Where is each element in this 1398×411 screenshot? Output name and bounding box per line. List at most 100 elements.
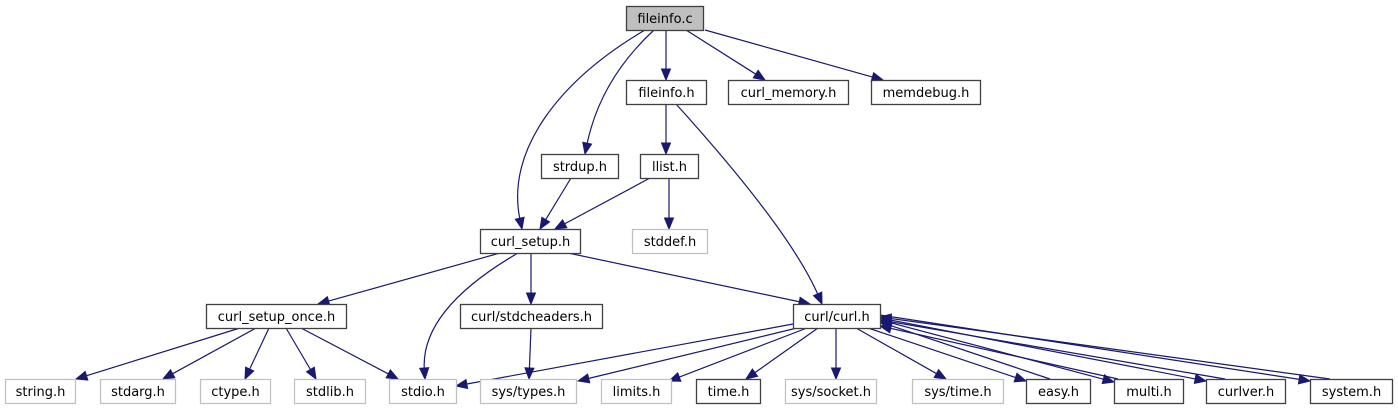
node-curl-curl-h[interactable]: curl/curl.h	[792, 303, 882, 330]
edge-curl-curl-h-to-limits-h	[667, 327, 808, 382]
edge-curl-setup-h-to-curl-stdcheaders-h-arrowhead	[525, 292, 537, 306]
node-stdlib-h-label: stdlib.h	[306, 385, 354, 400]
edges-layer	[74, 29, 1331, 390]
node-curl-setup-once-h[interactable]: curl_setup_once.h	[205, 303, 348, 330]
edge-curl-setup-h-to-curl-curl-h	[567, 252, 812, 307]
edge-curl-curl-h-to-stdio-h-line	[464, 323, 794, 385]
node-easy-h-label: easy.h	[1038, 385, 1079, 400]
node-curl-stdcheaders-h-box	[459, 303, 604, 330]
edge-curl-curl-h-to-easy-h-line	[867, 327, 1018, 379]
node-time-h-label: time.h	[708, 385, 750, 400]
node-fileinfo-h[interactable]: fileinfo.h	[625, 79, 708, 106]
node-curl-curl-h-label: curl/curl.h	[804, 310, 869, 325]
edge-curl-curl-h-to-sys-time-h-line	[855, 327, 939, 376]
node-multi-h-label: multi.h	[1126, 385, 1172, 400]
node-time-h[interactable]: time.h	[695, 378, 762, 405]
edge-curl-setup-h-to-curl-setup-once-h-line	[326, 252, 501, 303]
edge-fileinfo-h-to-llist-h-arrowhead	[660, 142, 672, 156]
node-stdarg-h-box	[99, 378, 177, 405]
node-sys-types-h-label: sys/types.h	[492, 385, 566, 400]
node-system-h[interactable]: system.h	[1309, 378, 1394, 405]
edge-curlver-h-to-curl-curl-h-line	[888, 320, 1226, 380]
edge-system-h-to-curl-curl-h-line	[888, 317, 1331, 380]
node-curlver-h[interactable]: curlver.h	[1205, 378, 1287, 405]
edge-curl-curl-h-to-multi-h	[879, 319, 1116, 385]
edge-curl-setup-once-h-to-string-h	[74, 327, 241, 381]
node-curlver-h-box	[1205, 378, 1287, 405]
node-stdlib-h: stdlib.h	[293, 378, 367, 405]
edge-fileinfo-c-to-curl-setup-h	[514, 29, 646, 231]
edge-fileinfo-h-to-curl-curl-h-line	[675, 103, 819, 296]
node-limits-h-box	[600, 378, 673, 405]
node-stdio-h: stdio.h	[388, 378, 458, 405]
edge-fileinfo-c-to-memdebug-h	[704, 29, 885, 82]
edge-curl-setup-once-h-to-ctype-h	[244, 327, 270, 381]
node-sys-socket-h-label: sys/socket.h	[791, 385, 871, 400]
edge-fileinfo-c-to-curl-memory-h-line	[685, 29, 758, 76]
node-llist-h[interactable]: llist.h	[639, 153, 700, 180]
edge-curl-setup-once-h-to-stdlib-h	[285, 327, 317, 381]
nodes-layer: fileinfo.c fileinfo.h curl_memory.h memdebu…	[4, 5, 1394, 405]
edge-curl-curl-h-to-system-h-arrowhead	[1297, 374, 1312, 385]
edge-llist-h-to-stddef-h-arrowhead	[663, 217, 675, 231]
node-string-h: string.h	[4, 378, 77, 405]
edge-system-h-to-curl-curl-h-arrowhead	[878, 313, 893, 324]
node-curl-memory-h[interactable]: curl_memory.h	[727, 79, 850, 106]
edge-curl-setup-h-to-curl-curl-h-line	[567, 252, 802, 303]
node-curlver-h-label: curlver.h	[1218, 385, 1275, 400]
edge-curl-stdcheaders-h-to-sys-types-h-line	[528, 327, 532, 371]
edge-curl-curl-h-to-sys-types-h-line	[586, 327, 798, 380]
edge-fileinfo-c-to-fileinfo-h	[660, 30, 672, 82]
node-curl-stdcheaders-h[interactable]: curl/stdcheaders.h	[459, 303, 604, 330]
node-llist-h-label: llist.h	[652, 160, 687, 175]
edge-curl-setup-once-h-to-stdarg-h-line	[170, 327, 257, 376]
edge-curl-curl-h-to-limits-h-line	[677, 327, 808, 379]
node-memdebug-h[interactable]: memdebug.h	[870, 79, 982, 106]
node-fileinfo-c-box	[625, 5, 705, 32]
node-curl-setup-h[interactable]: curl_setup.h	[479, 228, 582, 255]
node-stdio-h-label: stdio.h	[401, 385, 445, 400]
edge-fileinfo-h-to-curl-curl-h-arrowhead	[812, 291, 823, 306]
edge-curl-setup-once-h-to-stdio-h	[300, 327, 400, 380]
edge-fileinfo-c-to-memdebug-h-line	[704, 29, 875, 79]
edge-strdup-h-to-curl-setup-h-line	[544, 177, 572, 222]
node-stdlib-h-box	[293, 378, 367, 405]
node-sys-types-h-box	[479, 378, 578, 405]
node-stdarg-h: stdarg.h	[99, 378, 177, 405]
edge-curl-setup-h-to-stdio-h-line	[423, 252, 519, 371]
node-system-h-box	[1309, 378, 1394, 405]
node-stddef-h-label: stddef.h	[644, 235, 696, 250]
node-sys-time-h-box	[911, 378, 1005, 405]
edge-fileinfo-c-to-curl-memory-h-arrowhead	[752, 69, 767, 81]
edge-curl-curl-h-to-easy-h-arrowhead	[1013, 372, 1028, 383]
node-ctype-h-box	[199, 378, 272, 405]
edge-curl-curl-h-to-sys-time-h	[855, 327, 948, 380]
edge-llist-h-to-curl-setup-h-arrowhead	[553, 218, 568, 230]
edge-curl-curl-h-to-sys-types-h	[576, 327, 798, 384]
edge-fileinfo-c-to-strdup-h-line	[586, 29, 655, 146]
edge-curl-curl-h-to-system-h	[879, 314, 1312, 385]
node-fileinfo-c-label: fileinfo.c	[637, 12, 692, 27]
edge-curl-setup-once-h-to-ctype-h-line	[248, 327, 270, 372]
edge-fileinfo-c-to-strdup-h	[582, 29, 655, 156]
node-string-h-box	[4, 378, 77, 405]
node-llist-h-box	[639, 153, 700, 180]
edge-fileinfo-h-to-llist-h	[660, 104, 672, 156]
edge-curl-setup-once-h-to-stdio-h-arrowhead	[385, 369, 400, 380]
node-fileinfo-c[interactable]: fileinfo.c	[625, 5, 705, 32]
edge-curl-curl-h-to-sys-socket-h-arrowhead	[830, 367, 842, 381]
node-multi-h[interactable]: multi.h	[1113, 378, 1185, 405]
edge-curl-curl-h-to-sys-time-h-arrowhead	[933, 368, 948, 380]
edge-curl-setup-once-h-to-stdarg-h-arrowhead	[161, 368, 176, 380]
node-stddef-h-box	[631, 228, 709, 255]
node-easy-h[interactable]: easy.h	[1025, 378, 1092, 405]
edge-llist-h-to-curl-setup-h	[553, 177, 651, 230]
edge-multi-h-to-curl-curl-h-line	[888, 327, 1119, 380]
edge-curl-setup-h-to-curl-setup-once-h	[316, 252, 501, 306]
edge-curl-curl-h-to-time-h-arrowhead	[744, 368, 759, 380]
edge-curl-curl-h-to-curlver-h	[879, 317, 1208, 384]
node-strdup-h-box	[540, 153, 620, 180]
node-strdup-h[interactable]: strdup.h	[540, 153, 620, 180]
edge-strdup-h-to-curl-setup-h-arrowhead	[539, 216, 551, 231]
edge-curl-setup-h-to-curl-stdcheaders-h	[525, 253, 537, 306]
